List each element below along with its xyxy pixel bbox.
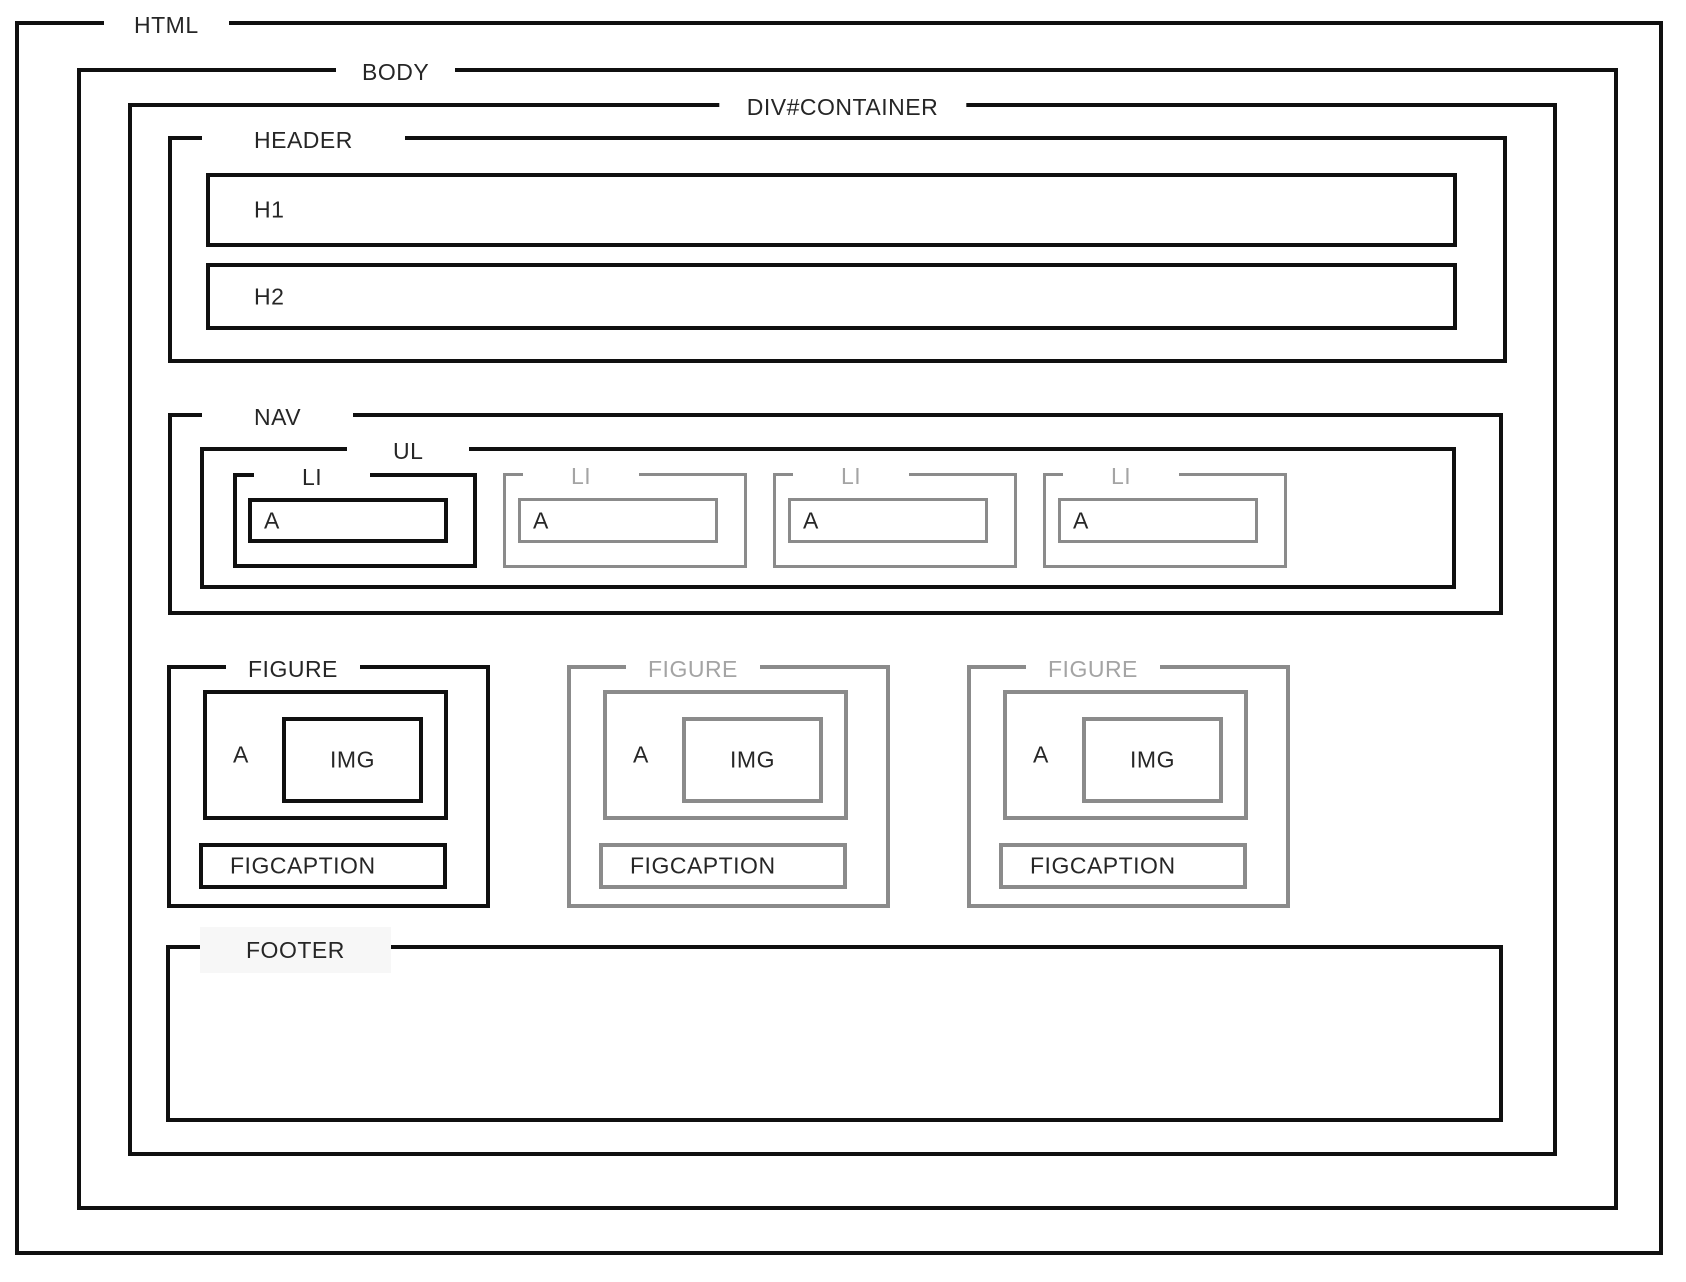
figure-image: IMG	[1082, 717, 1223, 803]
ul-label: UL	[347, 436, 470, 466]
nav-link-label: A	[1073, 507, 1089, 533]
nav-link: A	[518, 498, 718, 543]
figure-link-label: A	[1033, 741, 1049, 768]
figure-link-label: A	[233, 741, 249, 768]
nav-link-label: A	[264, 507, 280, 533]
h2-box: H2	[206, 263, 1457, 330]
nav-link-label: A	[803, 507, 819, 533]
figure-image-label: IMG	[1130, 746, 1175, 773]
figure-label: FIGURE	[1026, 654, 1160, 684]
figure-box: FIGURE A IMG FIGCAPTION	[967, 654, 1290, 908]
figure-link: A IMG	[203, 690, 448, 820]
nav-link-label: A	[533, 507, 549, 533]
footer-box: FOOTER	[166, 927, 1503, 1122]
nav-item: LI A	[503, 461, 747, 568]
container-box: DIV#CONTAINER	[128, 92, 1557, 1156]
nav-link: A	[1058, 498, 1258, 543]
nav-item-label: LI	[793, 461, 910, 491]
container-label: DIV#CONTAINER	[718, 92, 967, 122]
footer-label: FOOTER	[200, 927, 391, 973]
figure-link: A IMG	[603, 690, 848, 820]
figure-image-label: IMG	[730, 746, 775, 773]
h1-label: H1	[254, 196, 285, 223]
figure-image: IMG	[282, 717, 423, 803]
figure-image: IMG	[682, 717, 823, 803]
nav-label: NAV	[202, 402, 354, 432]
nav-box: NAV	[168, 402, 1503, 615]
figure-link-label: A	[633, 741, 649, 768]
body-label: BODY	[336, 57, 456, 87]
nav-item-label: LI	[254, 462, 371, 492]
h2-label: H2	[254, 283, 285, 309]
html-box: HTML	[15, 10, 1663, 1255]
nav-link: A	[788, 498, 988, 543]
ul-box: UL	[200, 436, 1456, 589]
nav-item-label: LI	[1063, 461, 1180, 491]
header-box: HEADER	[168, 125, 1507, 363]
header-label: HEADER	[202, 125, 405, 155]
figure-label: FIGURE	[226, 654, 360, 684]
nav-link: A	[248, 498, 448, 543]
figure-caption: FIGCAPTION	[599, 843, 847, 889]
figure-caption-label: FIGCAPTION	[1030, 852, 1176, 879]
nav-item: LI A	[773, 461, 1017, 568]
figure-caption-label: FIGCAPTION	[230, 852, 376, 879]
figure-box: FIGURE A IMG FIGCAPTION	[167, 654, 490, 908]
h1-box: H1	[206, 173, 1457, 247]
nav-item: LI A	[1043, 461, 1287, 568]
html-label: HTML	[104, 10, 229, 40]
body-box: BODY	[77, 57, 1618, 1210]
nav-item: LI A	[233, 462, 477, 568]
figure-link: A IMG	[1003, 690, 1248, 820]
figure-caption-label: FIGCAPTION	[630, 852, 776, 879]
nav-item-label: LI	[523, 461, 640, 491]
figure-image-label: IMG	[330, 746, 375, 773]
figure-caption: FIGCAPTION	[199, 843, 447, 889]
figure-box: FIGURE A IMG FIGCAPTION	[567, 654, 890, 908]
figure-caption: FIGCAPTION	[999, 843, 1247, 889]
figure-label: FIGURE	[626, 654, 760, 684]
